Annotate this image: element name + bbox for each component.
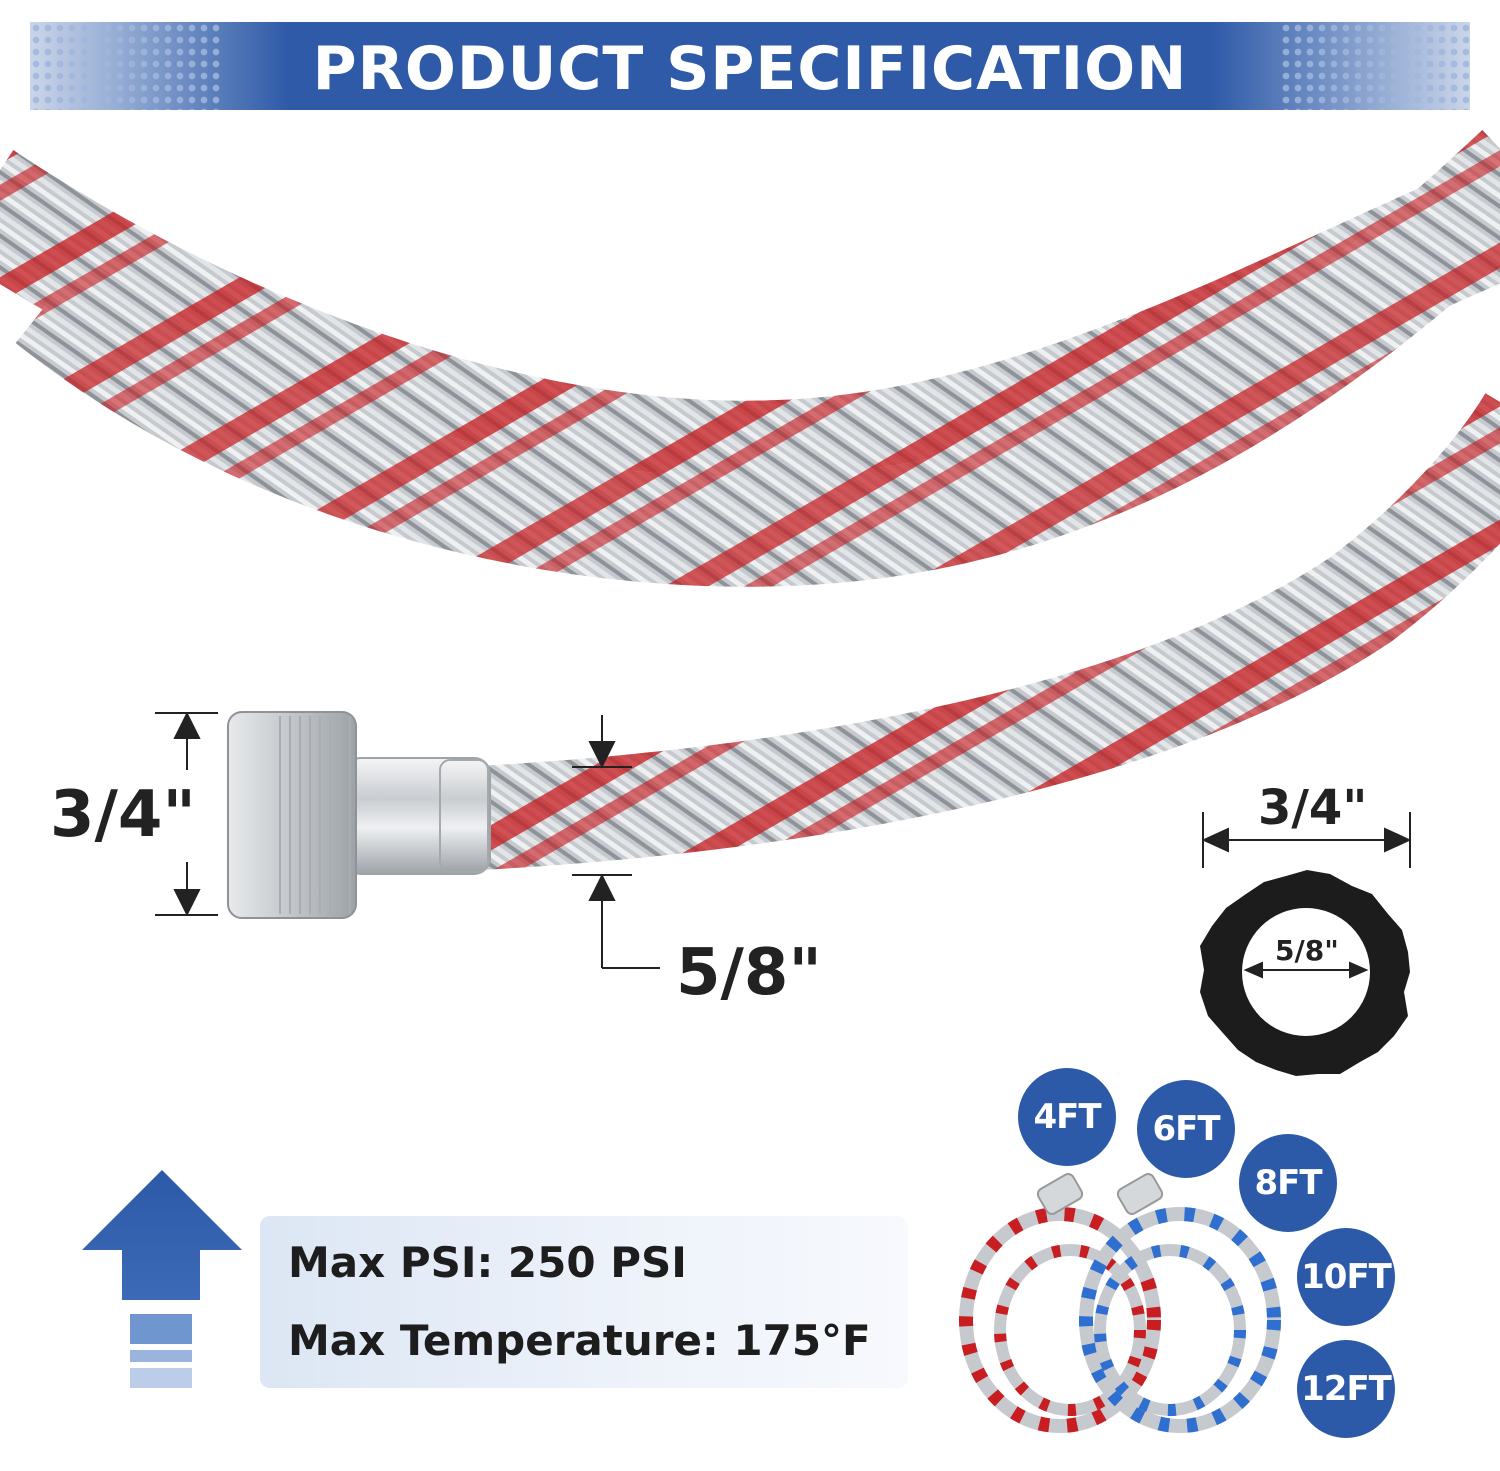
dimension-label-washer-outer: 3/4" xyxy=(1258,780,1368,836)
banner-pattern-left xyxy=(30,22,220,110)
hose-coil-upper xyxy=(0,129,1500,587)
dimension-fitting-outer xyxy=(155,711,218,917)
up-arrow-icon xyxy=(82,1170,242,1388)
hose-fitting xyxy=(227,711,491,919)
dimension-hose-inner xyxy=(572,715,660,969)
rubber-washer xyxy=(1200,870,1410,1076)
length-badge-4ft: 4FT xyxy=(1018,1068,1116,1166)
length-badge-6ft: 6FT xyxy=(1137,1080,1235,1178)
dimension-label-fitting: 3/4" xyxy=(50,778,196,852)
spec-box: Max PSI: 250 PSI Max Temperature: 175°F xyxy=(260,1216,908,1388)
dimension-label-washer-inner: 5/8" xyxy=(1275,934,1339,967)
hose-lower xyxy=(477,392,1500,870)
page-title: PRODUCT SPECIFICATION xyxy=(312,34,1188,104)
dimension-washer-inner xyxy=(1243,961,1369,979)
length-badge-8ft: 8FT xyxy=(1239,1134,1337,1232)
banner-pattern-right xyxy=(1280,22,1470,110)
spec-max-psi: Max PSI: 250 PSI xyxy=(288,1238,687,1287)
dimension-washer-outer xyxy=(1201,812,1412,868)
spec-max-temperature: Max Temperature: 175°F xyxy=(288,1316,871,1365)
header-banner: PRODUCT SPECIFICATION xyxy=(30,22,1470,110)
length-badge-10ft: 10FT xyxy=(1297,1228,1395,1326)
hose-coil-thumbnails xyxy=(959,1173,1281,1433)
length-badge-12ft: 12FT xyxy=(1297,1340,1395,1438)
dimension-label-hose: 5/8" xyxy=(676,936,822,1010)
